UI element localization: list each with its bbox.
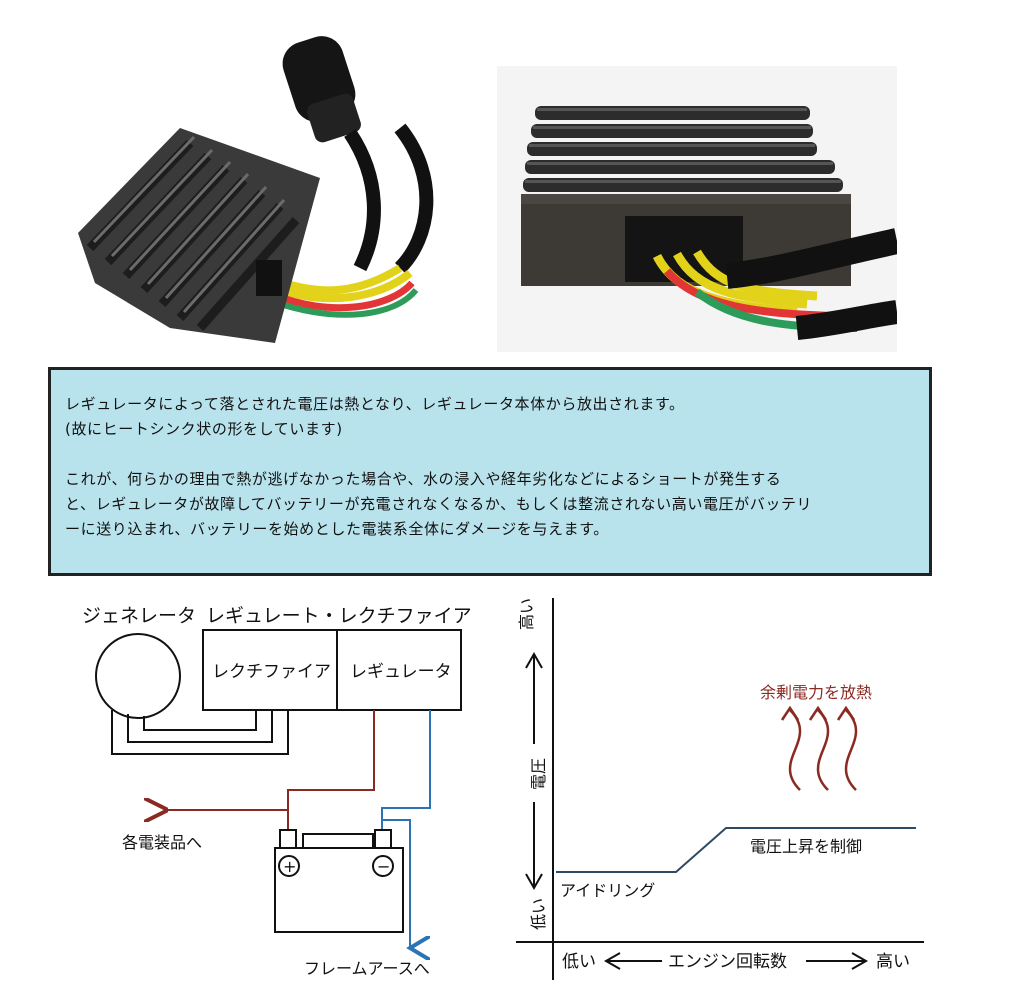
limit-label: 電圧上昇を制御 (750, 837, 862, 856)
y-axis-label: 電圧 (529, 758, 548, 790)
info-line-3: これが、何らかの理由で熱が逃げなかった場合や、水の浸入や経年劣化などによるショー… (65, 470, 782, 488)
info-line-4: と、レギュレータが故障してバッテリーが充電されなくなるか、もしくは整流されない高… (65, 495, 813, 513)
to-equipment-label: 各電装品へ (122, 833, 202, 852)
generator-wires (111, 710, 289, 755)
idle-label: アイドリング (560, 881, 655, 900)
regulator-photo-front (497, 66, 897, 352)
generator-label: ジェネレータ (82, 605, 196, 627)
unit-box (202, 629, 462, 711)
info-box: レギュレータによって落とされた電圧は熱となり、レギュレータ本体から放出されます。… (48, 367, 932, 576)
info-line-2: (故にヒートシンク状の形をしています) (65, 420, 343, 438)
regulator-label: レギュレータ (350, 662, 452, 682)
rectifier-label: レクチファイア (212, 662, 331, 682)
y-axis-high: 高い (517, 598, 536, 630)
ground-wire (381, 710, 431, 830)
x-axis-high: 高い (876, 952, 910, 972)
frame-ground-wire (382, 819, 410, 948)
info-line-5: ーに送り込まれ、バッテリーを始めとした電装系全体にダメージを与えます。 (65, 520, 609, 538)
battery (274, 829, 404, 933)
battery-minus-sign: − (377, 857, 390, 876)
positive-wire (287, 710, 375, 830)
x-axis-label: エンジン回転数 (668, 952, 787, 972)
regulator-photo-angled (60, 28, 460, 353)
to-frame-label: フレームアースへ (304, 959, 430, 978)
battery-plus-sign: + (283, 857, 296, 876)
voltage-curve (556, 827, 916, 873)
generator-symbol (95, 633, 181, 719)
circuit-and-graph: ジェネレータ レギュレート・レクチファイア レクチファイア レギュレータ 各電装… (0, 590, 1024, 1000)
heat-wave-icon (780, 705, 858, 791)
heat-label: 余剰電力を放熱 (760, 683, 872, 702)
info-line-1: レギュレータによって落とされた電圧は熱となり、レギュレータ本体から放出されます。 (65, 395, 685, 413)
unit-label: レギュレート・レクチファイア (206, 605, 472, 627)
y-axis-low: 低い (529, 898, 548, 930)
x-axis-low: 低い (562, 952, 596, 972)
